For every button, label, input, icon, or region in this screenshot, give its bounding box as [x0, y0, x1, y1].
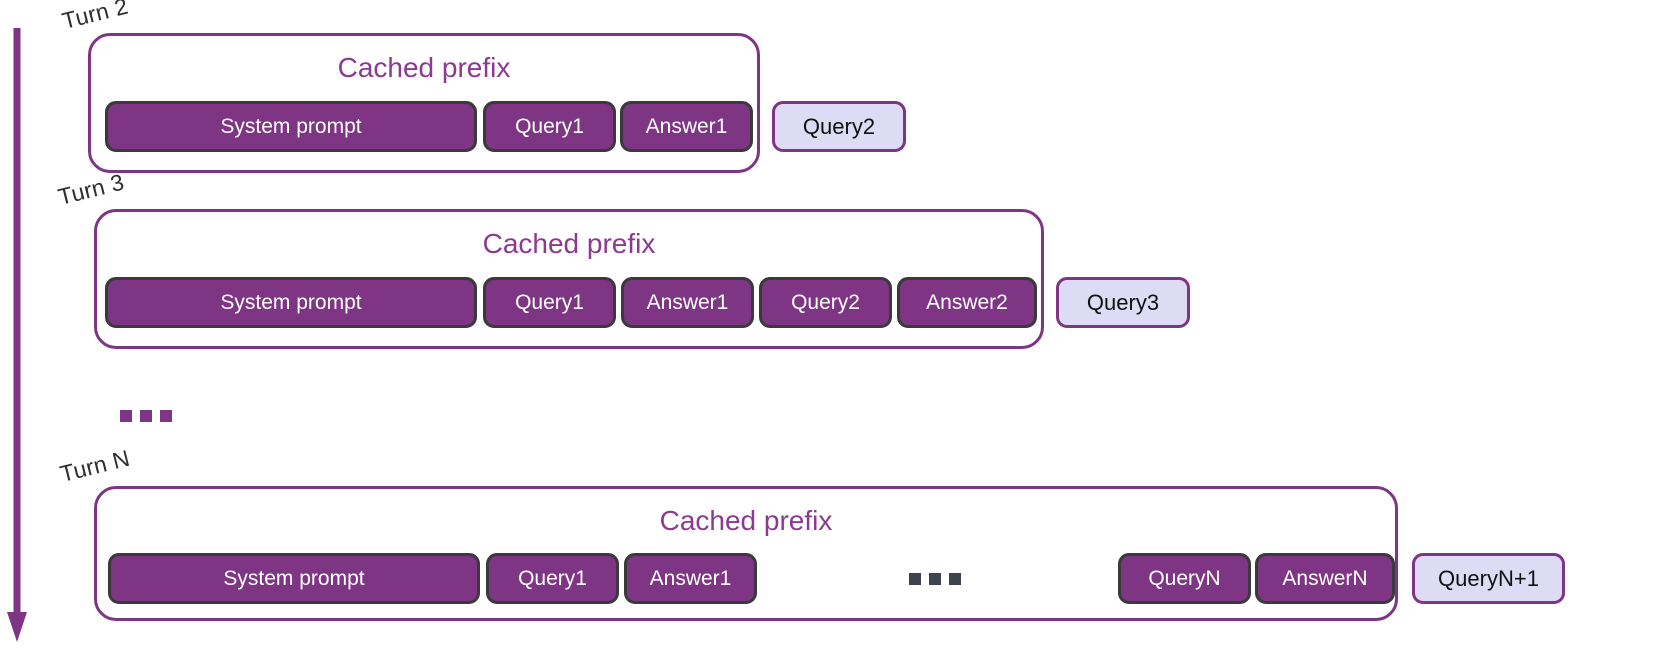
pending-query-chip-turn-n: QueryN+1: [1412, 553, 1565, 604]
pending-query-chip-turn-3: Query3: [1056, 277, 1190, 328]
token-chip-answer1-turn-3: Answer1: [621, 277, 754, 328]
token-chip-query2-turn-3: Query2: [759, 277, 892, 328]
cached-prefix-title-turn-3: Cached prefix: [482, 228, 656, 259]
token-chip-queryn-turn-n: QueryN: [1118, 553, 1251, 604]
cached-prefix-title-turn-n: Cached prefix: [659, 505, 833, 536]
token-chip-answer1-turn-2: Answer1: [620, 101, 753, 152]
token-chip-system-prompt-turn-2: System prompt: [105, 101, 477, 152]
pending-query-chip-turn-2: Query2: [772, 101, 906, 152]
token-chip-answer1-turn-n: Answer1: [624, 553, 757, 604]
token-chip-system-prompt-turn-3: System prompt: [105, 277, 477, 328]
turn-label-turn-n: Turn N: [57, 444, 133, 488]
token-chip-system-prompt-turn-n: System prompt: [108, 553, 480, 604]
token-continuation-ellipsis-turn-n: [909, 573, 961, 585]
token-chip-query1-turn-n: Query1: [486, 553, 619, 604]
token-chip-answern-turn-n: AnswerN: [1255, 553, 1395, 604]
turn-label-turn-3: Turn 3: [55, 168, 127, 211]
cached-prefix-title-turn-2: Cached prefix: [337, 52, 511, 83]
token-chip-query1-turn-2: Query1: [483, 101, 616, 152]
time-axis-arrow: [7, 28, 27, 642]
token-chip-query1-turn-3: Query1: [483, 277, 616, 328]
turn-label-turn-2: Turn 2: [59, 0, 131, 35]
rows-continuation-ellipsis: [120, 410, 172, 422]
token-chip-answer2-turn-3: Answer2: [897, 277, 1037, 328]
